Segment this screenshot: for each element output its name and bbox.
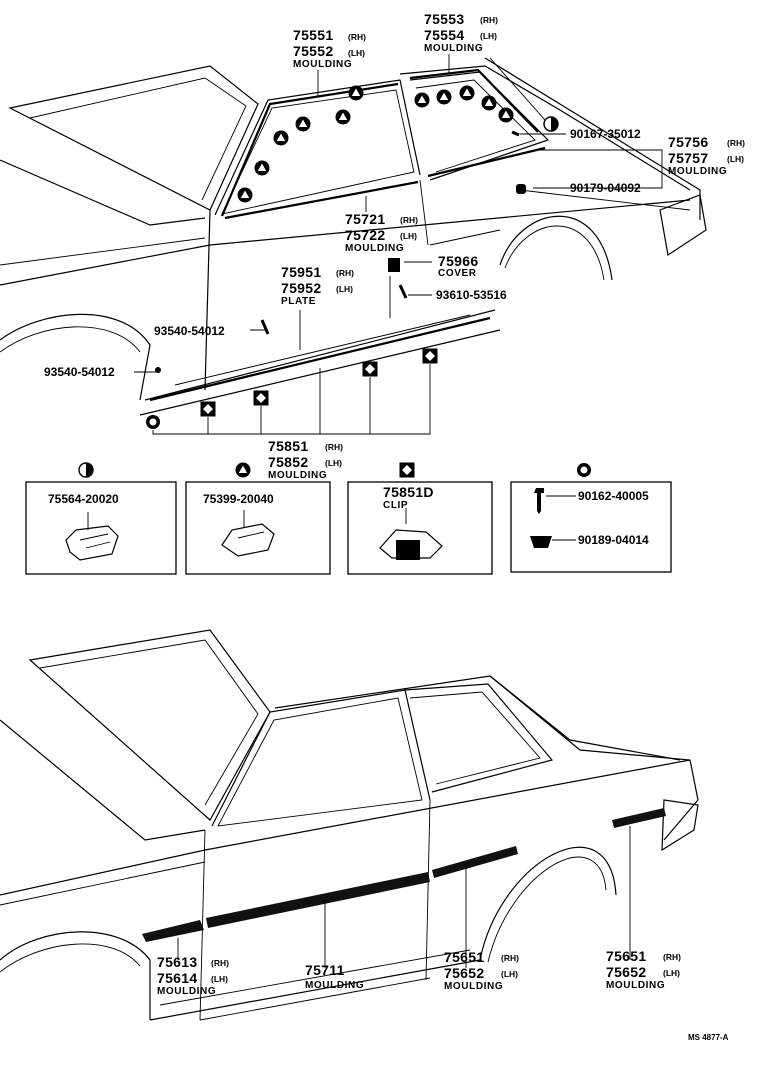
part-number: 90189-04014 <box>578 533 649 547</box>
part-number: 75966 <box>438 253 478 269</box>
bottom-car-illustration <box>0 629 699 1021</box>
bottom-leader-lines <box>177 826 631 968</box>
callout-75951: 75951 (RH) 75952 (LH) PLATE <box>281 264 354 307</box>
detail-box-half-circle: 75564-20020 <box>25 462 177 575</box>
part-number: 75399-20040 <box>203 492 274 506</box>
part-name: PLATE <box>281 296 316 307</box>
part-number: 75613 <box>157 954 197 970</box>
callout-75721: 75721 (RH) 75722 (LH) MOULDING <box>345 211 418 254</box>
part-number: 75564-20020 <box>48 492 119 506</box>
part-number: 75851D <box>383 484 434 500</box>
side-tag: (LH) <box>400 231 417 241</box>
side-tag: (LH) <box>501 969 518 979</box>
part-number: 75757 <box>668 150 708 166</box>
callout-75651-rear: 75651 (RH) 75652 (LH) MOULDING <box>606 948 681 991</box>
part-number: 75951 <box>281 264 321 280</box>
callout-75756: 75756 (RH) 75757 (LH) MOULDING <box>668 134 745 177</box>
side-tag: (LH) <box>336 284 353 294</box>
part-name: COVER <box>438 268 477 279</box>
callout-75553: 75553 (RH) 75554 (LH) MOULDING <box>424 11 498 54</box>
side-tag: (RH) <box>211 958 229 968</box>
side-tag: (RH) <box>663 952 681 962</box>
side-tag: (LH) <box>211 974 228 984</box>
part-number: 75651 <box>444 949 484 965</box>
diagram-reference-code: MS 4877-A <box>688 1033 729 1042</box>
side-tag: (LH) <box>325 458 342 468</box>
part-number-90167: 90167-35012 <box>570 127 641 141</box>
part-number: 75852 <box>268 454 308 470</box>
callout-75966: 75966 COVER <box>438 253 478 279</box>
part-name: MOULDING <box>424 43 483 54</box>
hardware-pieces <box>155 130 526 373</box>
side-tag: (LH) <box>727 154 744 164</box>
detail-box-diamond: 75851D CLIP <box>347 462 493 575</box>
callout-75613: 75613 (RH) 75614 (LH) MOULDING <box>157 954 229 997</box>
side-tag: (RH) <box>336 268 354 278</box>
part-name: MOULDING <box>668 166 727 177</box>
part-number-93540-upper: 93540-54012 <box>154 324 225 338</box>
callout-75551: 75551 (RH) 75552 (LH) MOULDING <box>293 27 366 70</box>
side-tag: (RH) <box>501 953 519 963</box>
detail-box-triangle: 75399-20040 <box>185 462 331 575</box>
part-name: MOULDING <box>157 986 216 997</box>
side-tag: (LH) <box>348 48 365 58</box>
part-number-93610: 93610-53516 <box>436 288 507 302</box>
side-tag: (RH) <box>348 32 366 42</box>
part-number: 75652 <box>606 964 646 980</box>
part-number: 75711 <box>305 962 345 978</box>
callout-75651-front: 75651 (RH) 75652 (LH) MOULDING <box>444 949 519 992</box>
part-number: 75553 <box>424 11 464 27</box>
part-number-90179: 90179-04092 <box>570 181 641 195</box>
part-name: CLIP <box>383 500 408 511</box>
detail-box-gear: 90162-40005 90189-04014 <box>510 463 672 573</box>
part-number: 75651 <box>606 948 646 964</box>
part-name: MOULDING <box>293 59 352 70</box>
side-tag: (LH) <box>663 968 680 978</box>
part-name: MOULDING <box>606 980 665 991</box>
part-number: 75722 <box>345 227 385 243</box>
part-number: 75551 <box>293 27 333 43</box>
part-number: 75552 <box>293 43 333 59</box>
part-number: 75652 <box>444 965 484 981</box>
part-number-93540-lower: 93540-54012 <box>44 365 115 379</box>
callout-75851: 75851 (RH) 75852 (LH) MOULDING <box>268 438 343 481</box>
side-tag: (RH) <box>480 15 498 25</box>
part-number: 75952 <box>281 280 321 296</box>
side-tag: (RH) <box>727 138 745 148</box>
part-name: MOULDING <box>305 980 364 991</box>
part-number: 75756 <box>668 134 708 150</box>
side-tag: (LH) <box>480 31 497 41</box>
side-tag: (RH) <box>325 442 343 452</box>
part-name: MOULDING <box>345 243 404 254</box>
callout-75711: 75711 MOULDING <box>305 962 364 991</box>
part-number: 90162-40005 <box>578 489 649 503</box>
part-name: MOULDING <box>268 470 327 481</box>
part-number: 75554 <box>424 27 464 43</box>
side-tag: (RH) <box>400 215 418 225</box>
rocker-clip-symbols <box>146 348 438 435</box>
part-name: MOULDING <box>444 981 503 992</box>
part-number: 75721 <box>345 211 385 227</box>
top-leader-lines <box>134 54 663 373</box>
part-number: 75851 <box>268 438 308 454</box>
part-number: 75614 <box>157 970 197 986</box>
body-side-moulding-parts <box>142 808 666 942</box>
